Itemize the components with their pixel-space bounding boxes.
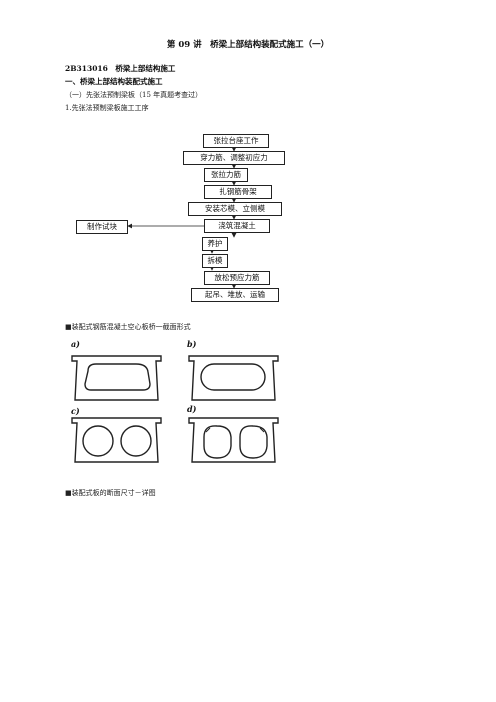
bullet-section-dimensions: ■装配式板的断面尺寸－详图 <box>65 489 156 497</box>
bullet-hollow-slab-sections: ■装配式钢筋混凝土空心板桥一截面形式 <box>65 323 191 331</box>
flow-step-3: 张拉力筋 <box>204 168 248 182</box>
flow-step-8: 拆模 <box>202 254 228 268</box>
figure-label-a: a) <box>71 339 80 349</box>
flow-step-5: 安装芯模、立侧模 <box>188 202 282 216</box>
flow-step-10: 起吊、堆放、运输 <box>191 288 279 302</box>
flow-side-test-block: 制作试块 <box>76 220 128 234</box>
figure-label-d: d) <box>187 404 197 414</box>
flow-step-1: 张拉台座工作 <box>203 134 269 148</box>
heading-pretension: （一）先张法预制梁板（15 年真题考查过） <box>65 91 203 99</box>
figure-label-b: b) <box>187 339 197 349</box>
flow-step-6: 浇筑混凝土 <box>204 219 270 233</box>
heading-process: 1.先张法预制梁板施工工序 <box>65 104 149 112</box>
flow-step-7: 养护 <box>202 237 228 251</box>
section-code: 2B313016 桥梁上部结构施工 <box>65 64 176 73</box>
figure-label-c: c) <box>71 406 80 416</box>
page-title: 第 09 讲 桥梁上部结构装配式施工（一） <box>166 40 330 50</box>
flow-step-2: 穿力筋、调整初应力 <box>183 151 285 165</box>
heading-prefab-construction: 一、桥梁上部结构装配式施工 <box>65 77 163 86</box>
flow-step-9: 放松预应力筋 <box>204 271 270 285</box>
flow-step-4: 扎钢筋骨架 <box>204 185 272 199</box>
